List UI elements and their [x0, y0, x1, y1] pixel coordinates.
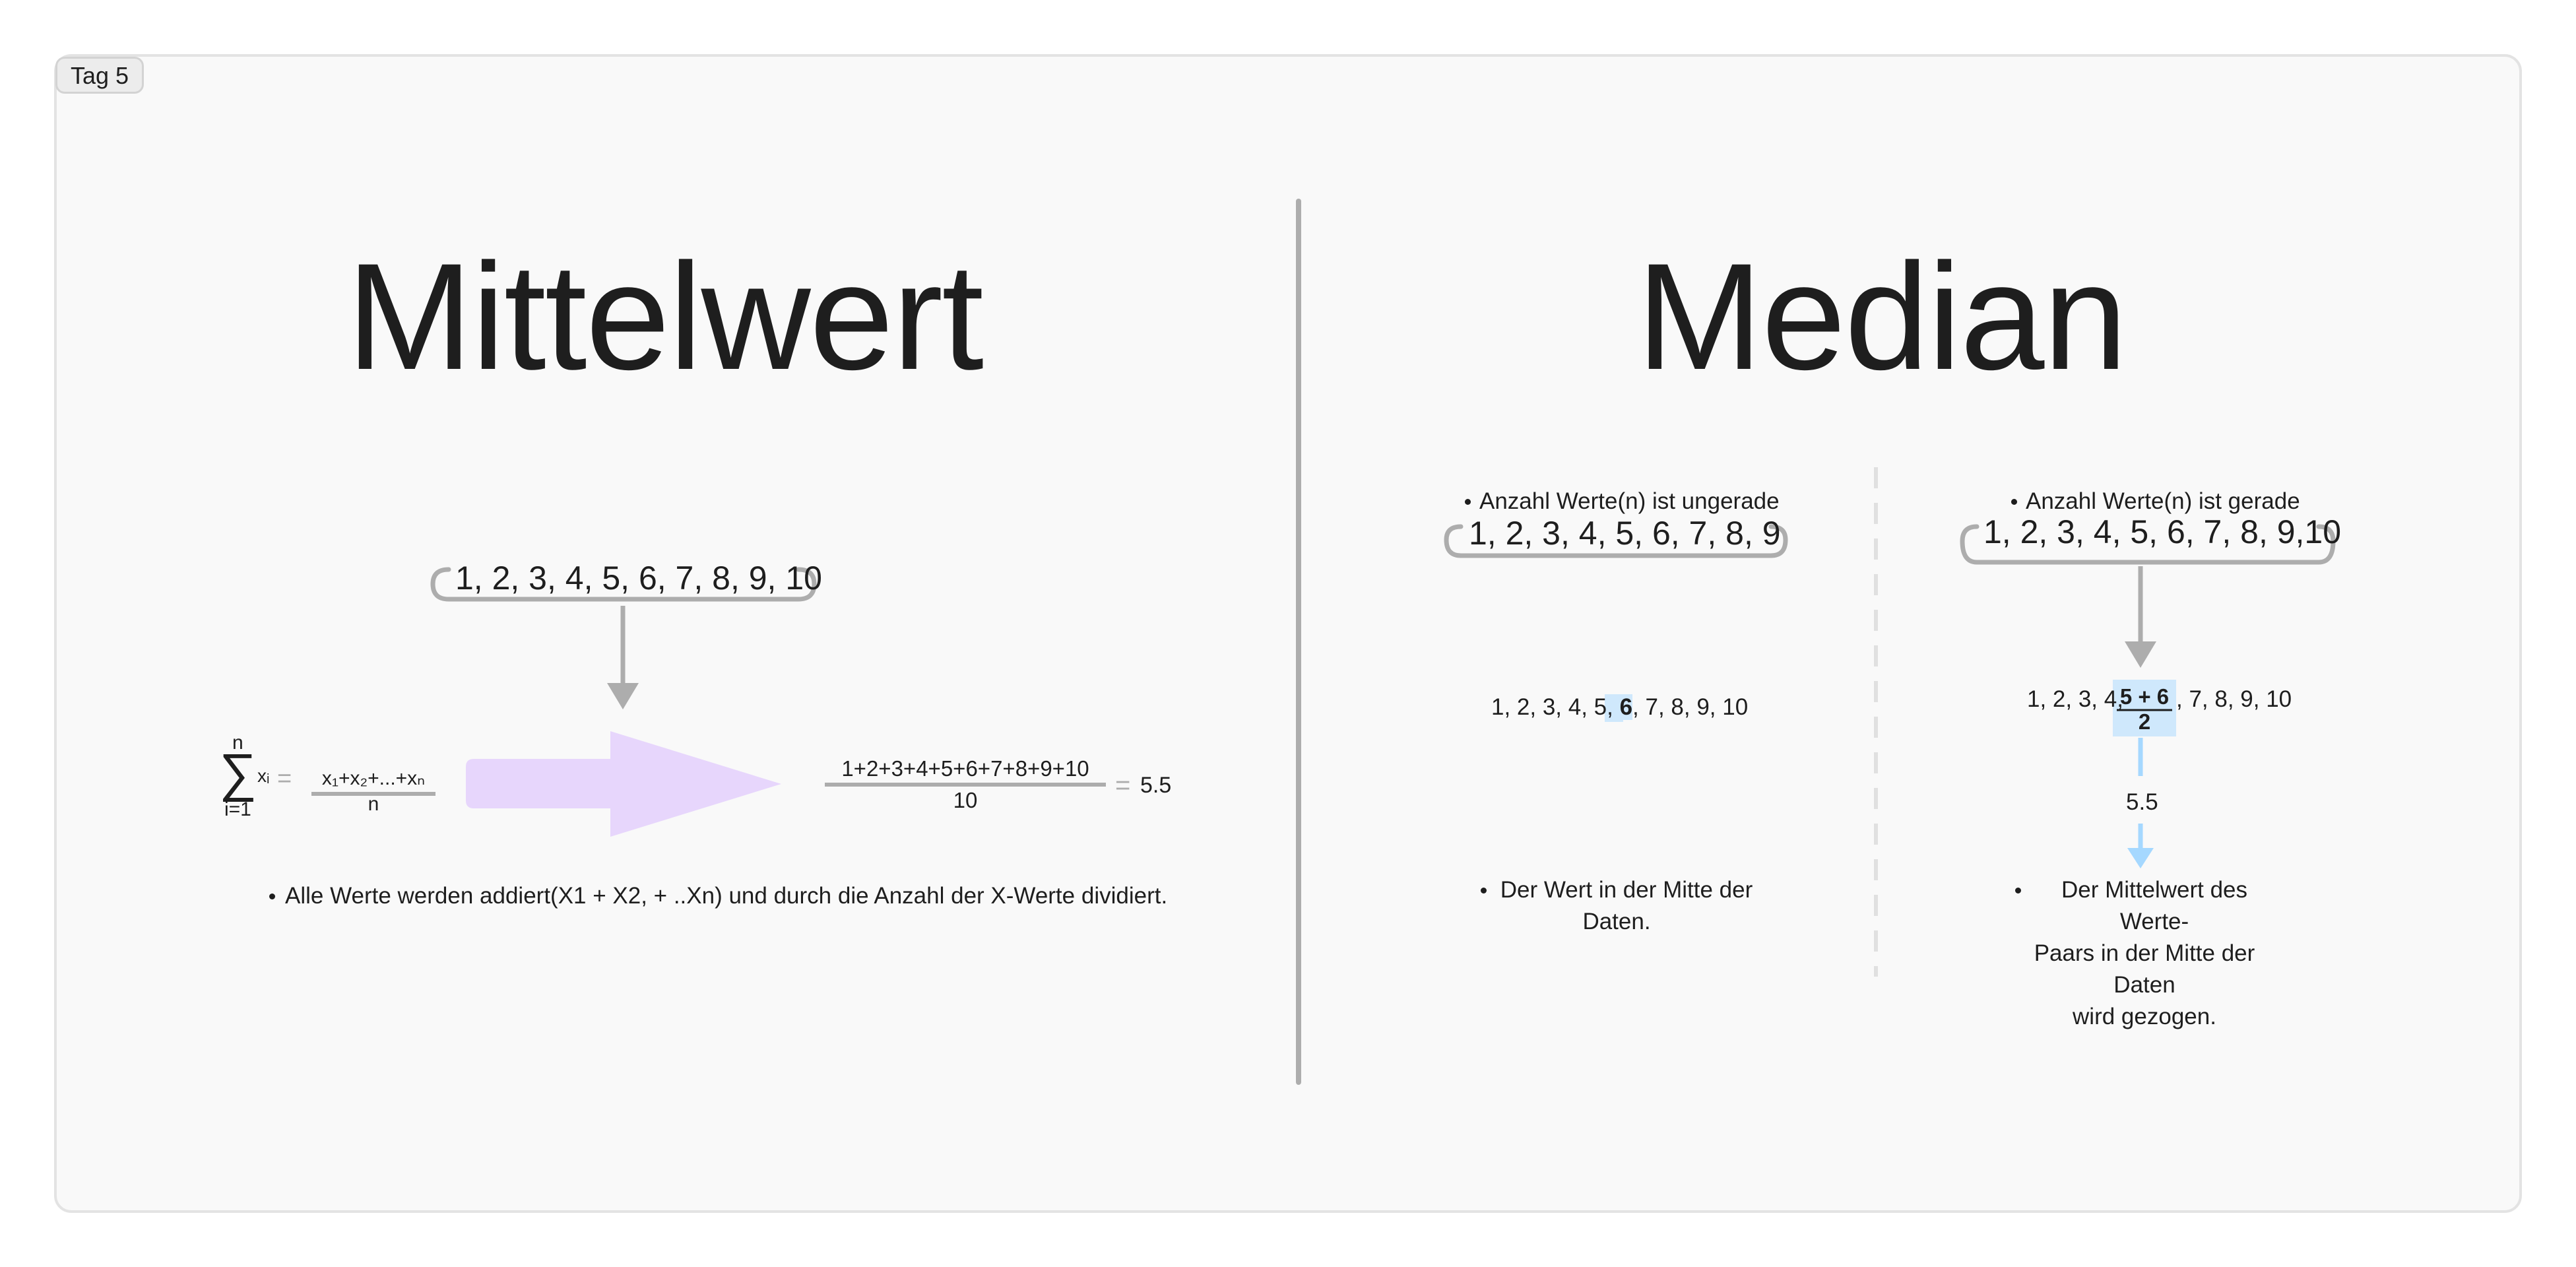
even-bullet-line2: Paars in der Mitte der Daten — [2034, 940, 2255, 998]
even-pair-numerator[interactable]: 5 + 6 — [2119, 684, 2170, 709]
odd-heading-bullet[interactable]: Anzahl Werte(n) ist ungerade — [1460, 486, 1780, 517]
odd-middle-row[interactable]: 1, 2, 3, 4, 5, 6, 7, 8, 9, 10 — [1491, 693, 1748, 722]
even-bullet-line3: wird gezogen. — [2073, 1004, 2216, 1029]
calc-denominator[interactable]: 10 — [953, 788, 978, 812]
mean-title[interactable]: Mittelwert — [346, 232, 984, 401]
odd-bullet-line1: Der Wert in der Mitte der — [1500, 877, 1753, 903]
sum-term[interactable]: xᵢ — [257, 765, 270, 786]
formula-equals[interactable]: = — [277, 765, 292, 793]
mean-sequence-bracket[interactable] — [430, 567, 817, 602]
even-pair-denominator[interactable]: 2 — [2138, 709, 2151, 734]
sum-upper[interactable]: n — [232, 732, 243, 754]
even-down-arrow-head — [2125, 641, 2156, 668]
odd-sequence[interactable]: 1, 2, 3, 4, 5, 6, 7, 8, 9 — [1469, 515, 1781, 552]
formula-numerator[interactable]: x₁+x₂+...+xₙ — [321, 767, 426, 789]
odd-row-highlight: 6 — [1619, 694, 1633, 720]
calc-equals[interactable]: = — [1115, 771, 1131, 800]
even-bullet[interactable]: Der Mittelwert des Werte- Paars in der M… — [2006, 874, 2283, 1033]
even-heading-bullet[interactable]: Anzahl Werte(n) ist gerade — [2006, 486, 2300, 517]
mean-bullet[interactable]: Alle Werte werden addiert(X1 + X2, + ..X… — [264, 880, 1167, 912]
even-heading-text: Anzahl Werte(n) ist gerade — [2026, 488, 2300, 514]
frame[interactable] — [54, 54, 2522, 1213]
odd-sequence-bracket[interactable] — [1444, 524, 1788, 558]
odd-bullet-line2: Daten. — [1582, 909, 1651, 934]
even-bullet-line1: Der Mittelwert des Werte- — [2061, 877, 2248, 934]
odd-bullet[interactable]: Der Wert in der Mitte der Daten. — [1471, 874, 1762, 938]
even-blue-arrow-head — [2127, 848, 2154, 868]
mean-down-arrow-head — [607, 683, 639, 709]
even-sequence[interactable]: 1, 2, 3, 4, 5, 6, 7, 8, 9,10 — [1983, 513, 2342, 550]
odd-row-before: 1, 2, 3, 4, 5, — [1491, 694, 1613, 720]
median-title[interactable]: Median — [1636, 232, 2127, 401]
mean-bullet-text: Alle Werte werden addiert(X1 + X2, + ..X… — [285, 883, 1168, 909]
mean-sequence[interactable]: 1, 2, 3, 4, 5, 6, 7, 8, 9, 10 — [455, 560, 822, 597]
sum-lower[interactable]: i=1 — [224, 798, 251, 820]
even-row-before[interactable]: 1, 2, 3, 4, — [2027, 686, 2123, 712]
frame-label[interactable]: Tag 5 — [55, 57, 145, 94]
sum-symbol[interactable]: ∑ — [219, 743, 257, 802]
even-sequence-bracket[interactable] — [1960, 524, 2336, 565]
mean-big-arrow[interactable] — [466, 731, 781, 837]
even-row-after[interactable]: , 7, 8, 9, 10 — [2176, 686, 2292, 712]
odd-heading-text: Anzahl Werte(n) ist ungerade — [1479, 488, 1780, 514]
odd-row-after: , 7, 8, 9, 10 — [1632, 694, 1749, 720]
even-result[interactable]: 5.5 — [2126, 789, 2158, 815]
calc-result[interactable]: 5.5 — [1140, 773, 1172, 798]
formula-denominator[interactable]: n — [368, 793, 379, 815]
calc-numerator[interactable]: 1+2+3+4+5+6+7+8+9+10 — [841, 756, 1089, 781]
even-pair-highlight[interactable] — [2113, 680, 2176, 736]
